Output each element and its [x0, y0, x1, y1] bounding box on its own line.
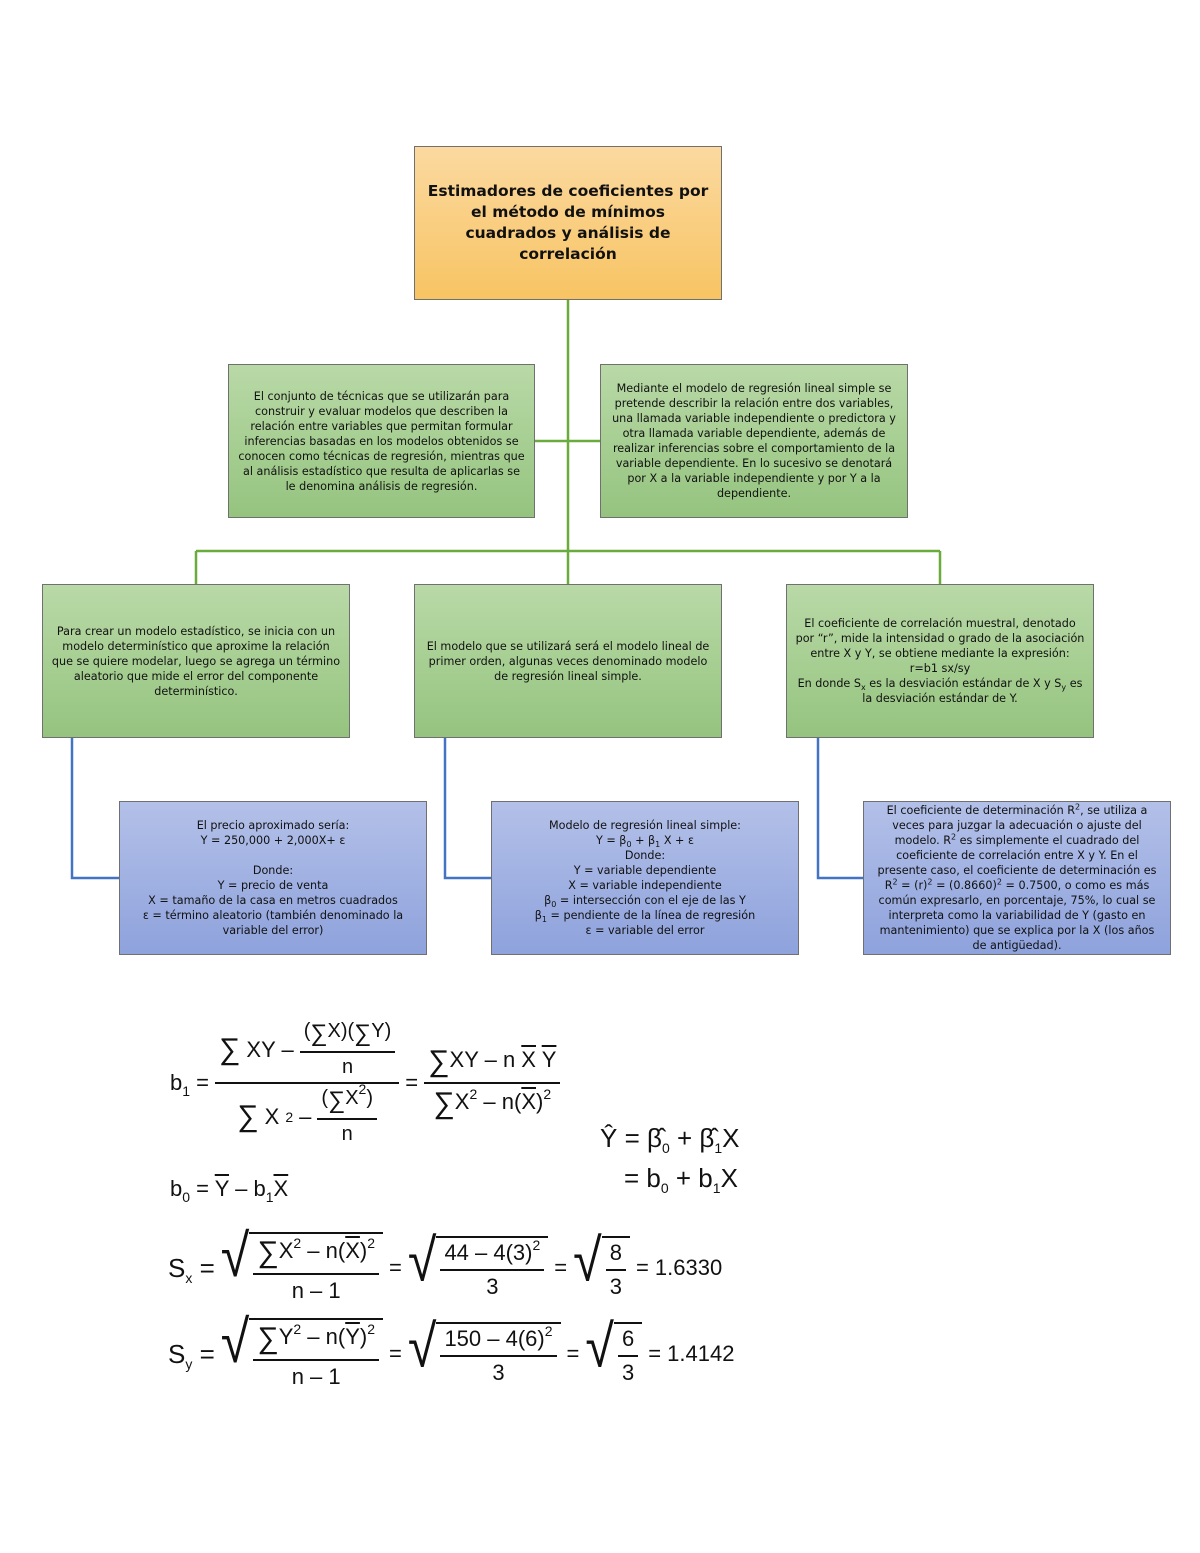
correlation-box: El coeficiente de correlación muestral, … — [786, 584, 1094, 738]
determination-box: El coeficiente de determinación R2, se u… — [863, 801, 1171, 955]
formula-y-hat: Ŷ = β̂0 + β̂1X = b0 + b1X — [600, 1123, 740, 1196]
diagram-title: Estimadores de coeficientes por el métod… — [427, 182, 709, 263]
sx-value: 1.6330 — [654, 1255, 723, 1280]
correlation-text: El coeficiente de correlación muestral, … — [795, 617, 1085, 705]
definition-box-right: Mediante el modelo de regresión lineal s… — [600, 364, 908, 518]
formula-b0: b0 = Y – b1X — [170, 1176, 289, 1205]
statistical-model-box: Para crear un modelo estadístico, se ini… — [42, 584, 350, 738]
regression-model-text: Modelo de regresión lineal simple: Y = β… — [534, 819, 756, 937]
definition-box-left: El conjunto de técnicas que se utilizará… — [228, 364, 535, 518]
linear-model-box: El modelo que se utilizará será el model… — [414, 584, 722, 738]
linear-model-text: El modelo que se utilizará será el model… — [426, 639, 710, 683]
definition-left-text: El conjunto de técnicas que se utilizará… — [238, 389, 525, 493]
determination-text: El coeficiente de determinación R2, se u… — [877, 802, 1157, 952]
price-model-text: El precio aproximado sería: Y = 250,000 … — [142, 819, 404, 937]
sy-value: 1.4142 — [667, 1341, 735, 1366]
statistical-model-text: Para crear un modelo estadístico, se ini… — [51, 624, 341, 698]
definition-right-text: Mediante el modelo de regresión lineal s… — [612, 382, 896, 500]
regression-model-box: Modelo de regresión lineal simple: Y = β… — [491, 801, 799, 955]
price-model-box: El precio aproximado sería: Y = 250,000 … — [119, 801, 427, 955]
title-box: Estimadores de coeficientes por el métod… — [414, 146, 722, 300]
